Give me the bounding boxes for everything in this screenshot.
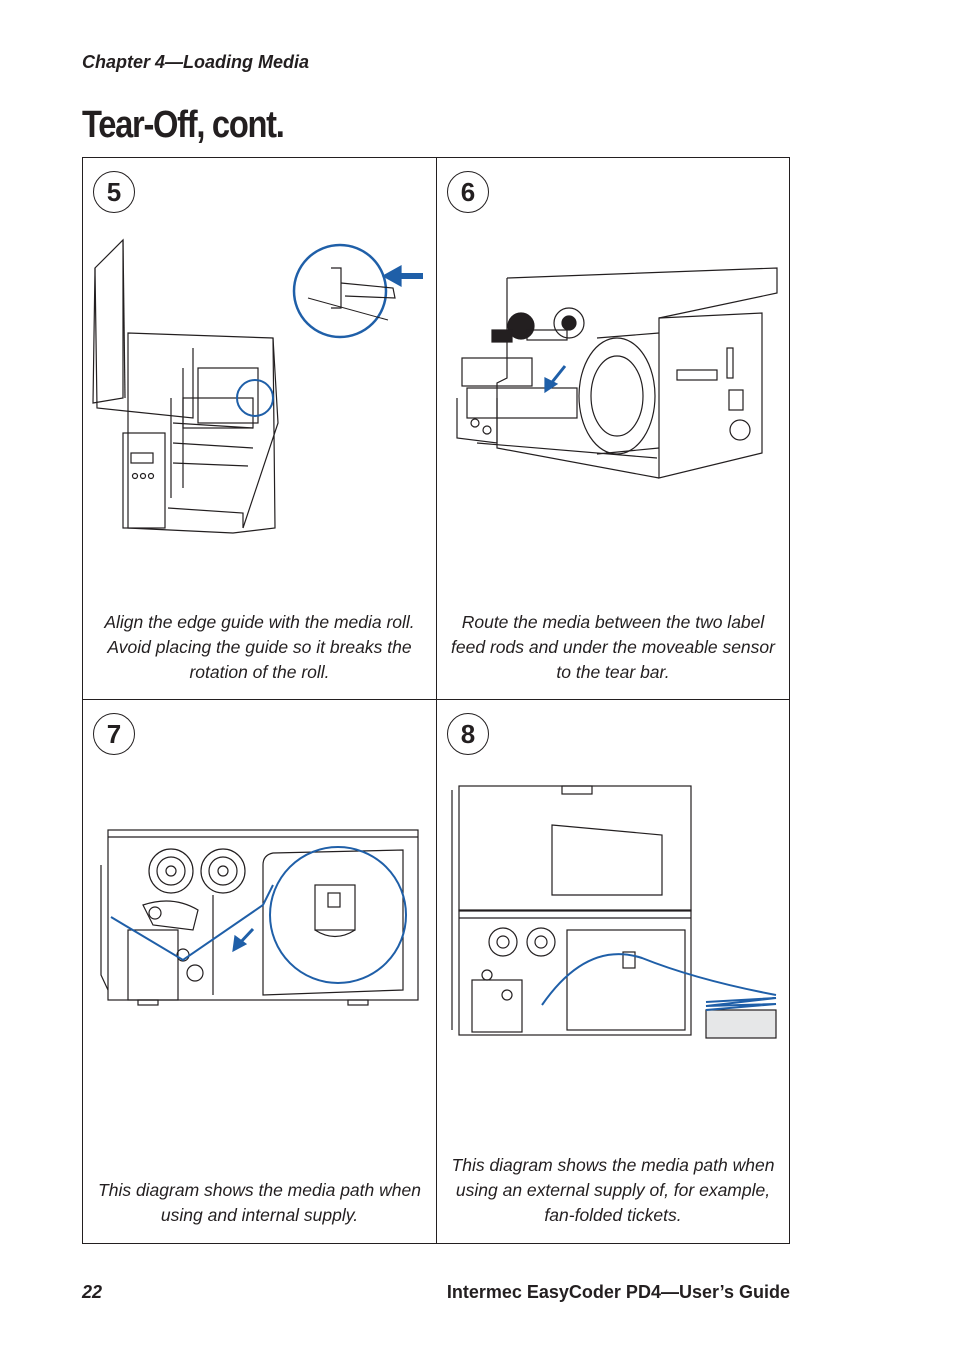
step-number: 7: [93, 713, 135, 755]
page-number: 22: [82, 1282, 103, 1302]
step-8-panel: 8 This diagram shows the media path whe: [437, 700, 789, 1243]
step-number: 6: [447, 171, 489, 213]
printer-media-routing-illustration: [456, 267, 778, 479]
step-number: 5: [93, 171, 135, 213]
step-caption: Align the edge guide with the media roll…: [104, 612, 415, 682]
internal-supply-path-illustration: [100, 829, 419, 1006]
step-7-panel: 7 This diag: [83, 700, 437, 1243]
page-title: Tear-Off, cont.: [82, 104, 285, 146]
guide-title: Intermec EasyCoder PD4—User’s Guide: [446, 1282, 790, 1302]
step-6-panel: 6 Ro: [437, 158, 789, 700]
step-number: 8: [447, 713, 489, 755]
step-caption: Route the media between the two label fe…: [451, 612, 775, 682]
step-caption: This diagram shows the media path when u…: [98, 1180, 421, 1225]
external-supply-path-illustration: [451, 785, 777, 1039]
printer-edge-guide-illustration: [92, 238, 423, 534]
step-5-panel: 5: [83, 158, 437, 700]
step-caption: This diagram shows the media path when u…: [451, 1155, 775, 1225]
steps-grid: 5: [82, 157, 790, 1244]
chapter-heading: Chapter 4—Loading Media: [82, 52, 310, 72]
